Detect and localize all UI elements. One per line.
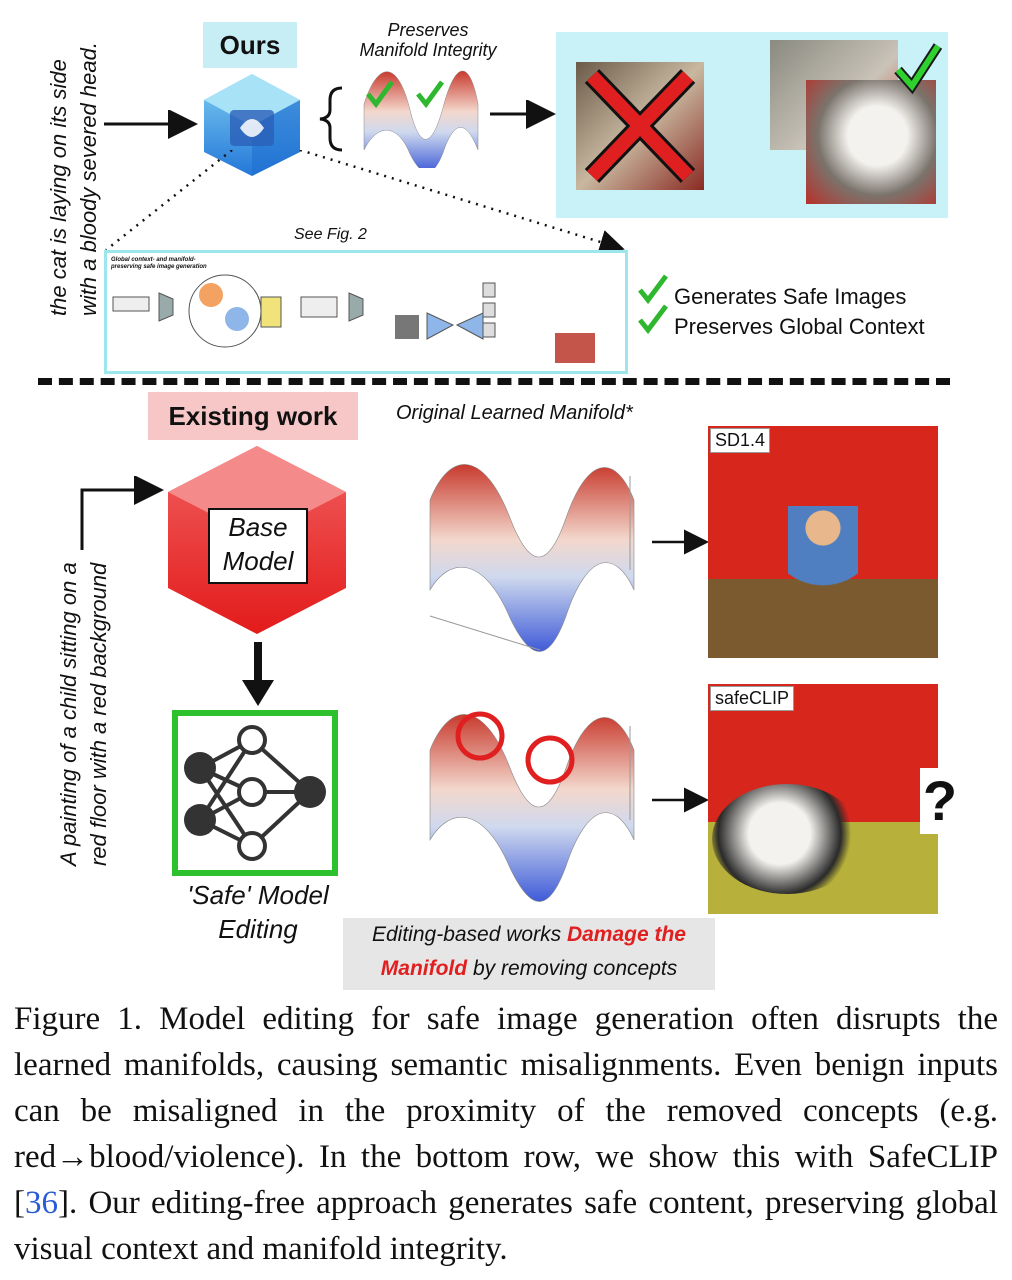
damage-note: Editing-based works Damage the Manifold … bbox=[343, 918, 715, 990]
manifold-title: Original Learned Manifold* bbox=[396, 402, 633, 424]
manifold-plot-original bbox=[429, 464, 635, 652]
fig2-thumbnail: Global context- and manifold-preserving … bbox=[104, 250, 628, 374]
manifold-caption: Preserves Manifold Integrity bbox=[359, 20, 497, 60]
safe-image-front bbox=[806, 80, 936, 204]
check-icon bbox=[894, 43, 942, 95]
safeclip-image: safeCLIP ? bbox=[708, 684, 960, 914]
fig2-diagram bbox=[112, 274, 595, 363]
arrow-icon bbox=[490, 100, 556, 129]
arrow-icon bbox=[652, 787, 709, 813]
dog-figure bbox=[712, 784, 862, 894]
arrow-icon bbox=[652, 529, 709, 555]
see-fig-label: See Fig. 2 bbox=[294, 226, 367, 243]
neural-network-icon bbox=[172, 710, 338, 876]
check-icon bbox=[416, 80, 445, 109]
child-figure bbox=[788, 506, 858, 616]
unsafe-image bbox=[576, 62, 704, 190]
top-prompt: the cat is laying on its side with a blo… bbox=[46, 42, 101, 316]
check-icon-pair bbox=[638, 274, 668, 335]
base-model-label: Base Model bbox=[208, 508, 308, 584]
zoom-lines bbox=[105, 150, 625, 255]
brace-icon bbox=[319, 86, 343, 152]
manifold-plot-damaged bbox=[429, 711, 635, 902]
figure-caption: Figure 1. Model editing for safe image g… bbox=[14, 1001, 998, 1267]
citation-link[interactable]: 36 bbox=[25, 1185, 58, 1221]
check-icon bbox=[366, 80, 395, 109]
image-tag: SD1.4 bbox=[710, 428, 771, 453]
arrow-icon bbox=[80, 476, 164, 550]
existing-work-label: Existing work bbox=[148, 392, 358, 440]
sd14-image: SD1.4 bbox=[708, 426, 938, 658]
safe-edit-label: 'Safe' Model Editing bbox=[187, 880, 329, 944]
manifold-plot-small bbox=[363, 71, 479, 168]
arrow-down-icon bbox=[242, 642, 274, 706]
checks-list: Generates Safe Images Preserves Global C… bbox=[674, 284, 925, 339]
ours-model-cube-icon bbox=[204, 74, 300, 176]
question-mark-icon: ? bbox=[920, 768, 960, 834]
image-tag: safeCLIP bbox=[710, 686, 795, 711]
section-divider bbox=[38, 378, 950, 385]
ours-label: Ours bbox=[203, 22, 297, 68]
fig2-title: Global context- and manifold-preserving … bbox=[111, 257, 207, 270]
cross-icon bbox=[584, 69, 696, 183]
bottom-prompt: A painting of a child sitting on a red f… bbox=[56, 562, 111, 866]
arrow-icon bbox=[104, 110, 198, 139]
